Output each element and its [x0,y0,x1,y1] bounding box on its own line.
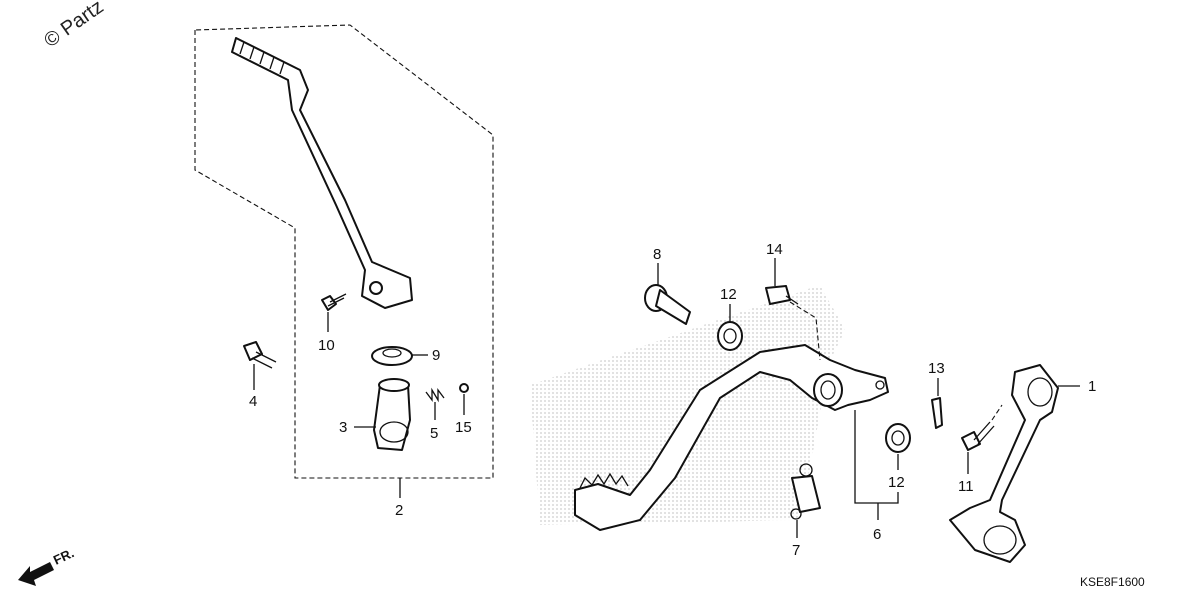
callout-12-upper: 12 [720,286,737,303]
diagram-code: KSE8F1600 [1080,575,1145,589]
callout-3: 3 [339,419,347,436]
pivot-bolt-8 [644,284,691,325]
clip-14 [765,285,799,305]
callout-5: 5 [430,425,438,442]
callout-2: 2 [395,502,403,519]
gearshift-pedal-1 [949,364,1059,563]
callout-11: 11 [958,478,974,495]
watermark-text: © Partz [40,0,107,52]
leader-14-dash [789,301,821,361]
direction-label: FR. [51,545,76,567]
leader-11-dash [991,404,1003,421]
brake-pedal [574,344,889,531]
background-logo-stipple [530,285,845,525]
callout-10: 10 [318,337,335,354]
bushing-12-upper [717,321,743,351]
kick-starter-arm [231,37,413,309]
kick-spindle-3 [373,378,411,451]
cotter-pin-13 [931,397,943,429]
callout-12-lower: 12 [888,474,905,491]
callout-6: 6 [873,526,881,543]
bolt-10 [321,293,347,311]
oil-seal-9 [371,346,413,366]
callout-13: 13 [928,360,945,377]
leader-6 [854,410,899,520]
front-arrow-icon [18,562,54,586]
callout-14: 14 [766,241,783,258]
bolt-11 [961,421,995,451]
ball-15 [459,383,469,393]
callout-8: 8 [653,246,661,263]
bushing-12-lower [885,423,911,453]
assembly-outline-kickstarter [194,24,494,479]
spring-5 [425,387,445,403]
return-spring-7 [790,463,821,520]
bolt-4 [243,341,277,369]
callout-1: 1 [1088,378,1096,395]
callout-7: 7 [792,542,800,559]
callout-9: 9 [432,347,440,364]
callout-4: 4 [249,393,257,410]
callout-15: 15 [455,419,472,436]
